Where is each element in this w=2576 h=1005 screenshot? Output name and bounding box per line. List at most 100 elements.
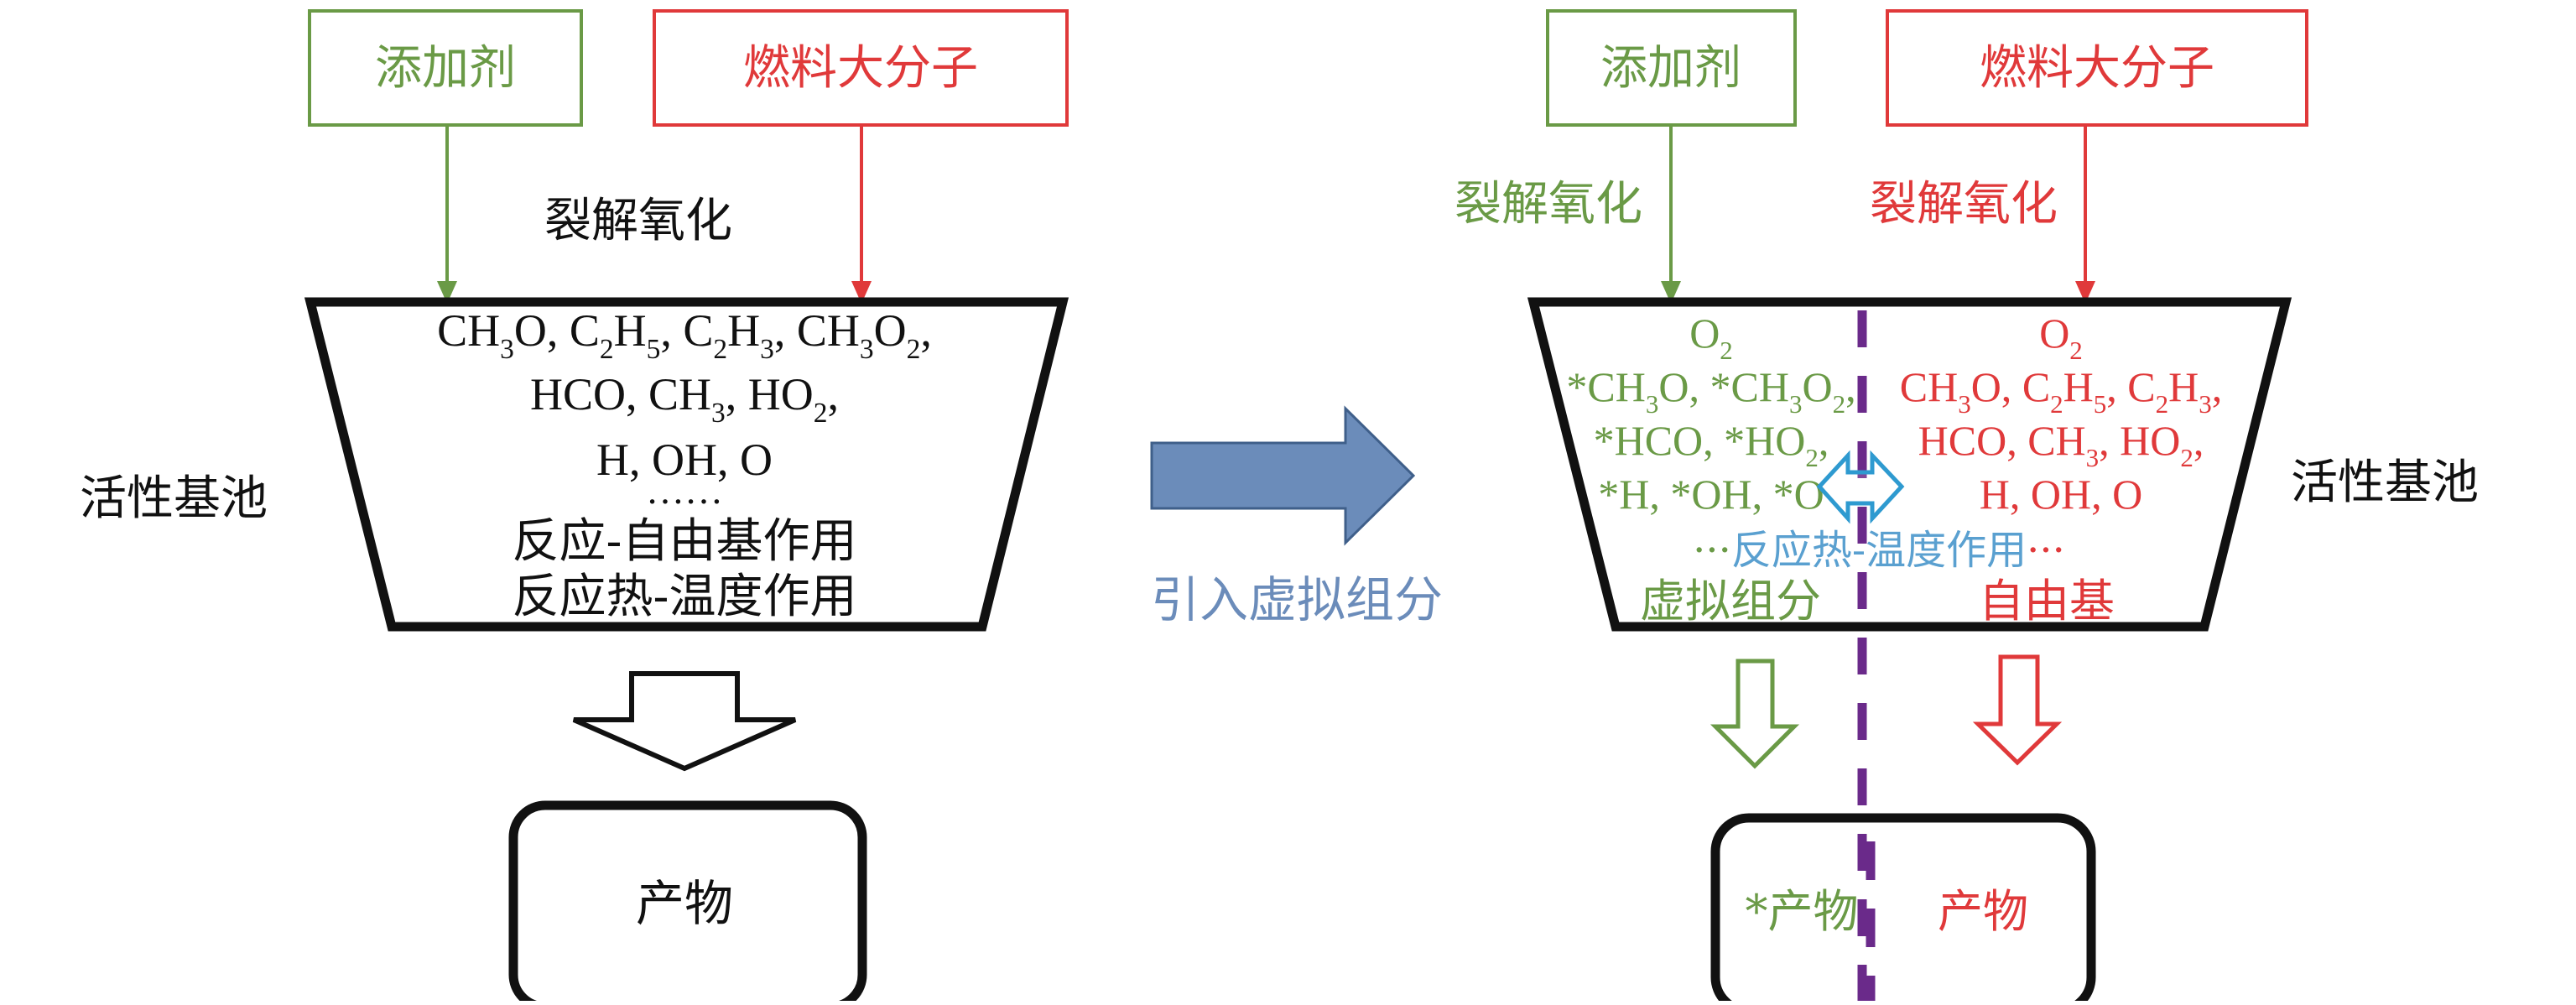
subscript: 2 bbox=[600, 334, 614, 365]
subscript: 2 bbox=[1833, 389, 1846, 419]
species-text: , bbox=[1845, 363, 1856, 410]
species-text: O bbox=[1802, 363, 1832, 410]
species-text: *CH bbox=[1566, 363, 1645, 410]
subscript: 3 bbox=[2086, 443, 2100, 472]
left-pool-species: CH3O, C2​H5, C2​H3, CH3​O2,HCO, CH3, HO2… bbox=[437, 305, 932, 485]
species-line: O2​ bbox=[1689, 310, 1733, 365]
left-active-radical-pool bbox=[304, 297, 1069, 632]
species-text: , bbox=[660, 305, 683, 356]
radical-product-label: 产物 bbox=[1938, 885, 2028, 938]
subscript: 5 bbox=[2094, 389, 2107, 419]
right-fuel-label: 燃料大分子 bbox=[1980, 41, 2214, 96]
species-line: *HCO, *HO2, bbox=[1594, 417, 1829, 472]
species-line: HCO, CH3, HO2, bbox=[1918, 417, 2204, 472]
left-product-label: 产物 bbox=[636, 875, 733, 932]
species-line: HCO, CH3, HO2, bbox=[530, 369, 839, 429]
subscript: 5 bbox=[647, 334, 661, 365]
species-text: C bbox=[570, 305, 600, 356]
subscript: 3 bbox=[711, 398, 726, 429]
species-text: CH bbox=[797, 305, 860, 356]
species-line: CH3O, C2​H5, C2​H3, bbox=[1900, 363, 2223, 419]
species-text: *H, *OH, *O bbox=[1598, 471, 1824, 518]
subscript: 3 bbox=[760, 334, 774, 365]
radical-hollow-down-arrow-icon bbox=[1972, 654, 2063, 766]
left-product-box bbox=[508, 800, 867, 1005]
left-radical-effect: 反应-自由基作用 bbox=[513, 514, 857, 569]
right-additive-cracking-label: 裂解氧化 bbox=[1455, 177, 1642, 232]
species-text: O, bbox=[514, 305, 570, 356]
right-heat-effect-suffix: ··· bbox=[2027, 527, 2065, 574]
species-text: , bbox=[920, 305, 932, 356]
subscript: 2 bbox=[2180, 443, 2194, 472]
virtual-product-label: *产物 bbox=[1746, 885, 1859, 938]
species-line: *CH3O, *CH3​O2, bbox=[1566, 363, 1855, 419]
subscript: 2 bbox=[2050, 389, 2063, 419]
species-text: , bbox=[774, 305, 797, 356]
left-panel: 添加剂 燃料大分子 裂解氧化 活性基池 CH3O, C2​H5, C2​H3, … bbox=[80, 9, 1069, 1005]
species-text: C bbox=[2022, 363, 2050, 410]
left-fuel-arrowhead-icon bbox=[851, 281, 872, 304]
radical-species: O2​CH3O, C2​H5, C2​H3,HCO, CH3, HO2,H, O… bbox=[1900, 310, 2223, 518]
species-text: HO bbox=[748, 369, 814, 419]
species-text: *HCO, *HO bbox=[1594, 417, 1806, 464]
exchange-double-arrow-icon bbox=[1816, 450, 1905, 524]
left-fuel-label: 燃料大分子 bbox=[743, 41, 978, 96]
species-text: O, bbox=[1658, 363, 1710, 410]
species-text: H bbox=[614, 305, 647, 356]
radical-label: 自由基 bbox=[1979, 575, 2115, 627]
species-text: H, OH, O bbox=[1980, 471, 2142, 518]
introduce-virtual-component-label: 引入虚拟组分 bbox=[1151, 571, 1443, 628]
right-pool-label: 活性基池 bbox=[2291, 456, 2479, 510]
right-heat-effect: ···反应热-温度作用··· bbox=[1693, 527, 2065, 574]
subscript: 2 bbox=[814, 398, 828, 429]
right-fuel-box: 燃料大分子 bbox=[1886, 9, 2308, 127]
virtual-hollow-down-arrow-icon bbox=[1710, 659, 1800, 769]
species-text: HCO, CH bbox=[1918, 417, 2086, 464]
subscript: 2 bbox=[1805, 443, 1819, 472]
left-ellipsis: …… bbox=[646, 469, 723, 512]
right-fuel-arrowhead-icon bbox=[2075, 281, 2095, 304]
right-active-radical-pool bbox=[1527, 297, 2292, 632]
subscript: 2 bbox=[907, 334, 921, 365]
species-text: HCO, CH bbox=[530, 369, 711, 419]
virtual-species: O2​*CH3O, *CH3​O2,*HCO, *HO2,*H, *OH, *O bbox=[1566, 310, 1855, 518]
big-right-arrow-icon bbox=[1150, 405, 1416, 546]
left-heat-effect: 反应热-温度作用 bbox=[513, 570, 857, 624]
species-text: H bbox=[2168, 363, 2199, 410]
species-text: , bbox=[1819, 417, 1829, 464]
subscript: 2 bbox=[713, 334, 727, 365]
subscript: 2 bbox=[1720, 336, 1733, 365]
species-text: *CH bbox=[1710, 363, 1789, 410]
species-text: , bbox=[726, 369, 748, 419]
right-product-box bbox=[1710, 813, 2096, 1005]
species-text: O, bbox=[1971, 363, 2022, 410]
middle-transition: 引入虚拟组分 bbox=[1150, 405, 1443, 628]
species-text: H bbox=[727, 305, 760, 356]
species-text: O bbox=[1689, 310, 1720, 357]
species-line: H, OH, O bbox=[1980, 471, 2142, 518]
right-fuel-box-frame bbox=[1886, 9, 2308, 127]
left-additive-arrowhead-icon bbox=[437, 281, 457, 304]
right-additive-label: 添加剂 bbox=[1600, 41, 1741, 96]
virtual-component-label: 虚拟组分 bbox=[1640, 575, 1821, 627]
subscript: 2 bbox=[2069, 336, 2083, 365]
species-text: CH bbox=[1900, 363, 1958, 410]
species-text: , bbox=[2099, 417, 2120, 464]
species-text: HO bbox=[2120, 417, 2180, 464]
subscript: 3 bbox=[860, 334, 874, 365]
species-text: C bbox=[2127, 363, 2155, 410]
right-heat-effect-text: 反应热-温度作用 bbox=[1731, 527, 2027, 574]
species-text: O bbox=[874, 305, 907, 356]
left-fuel-box-frame bbox=[653, 9, 1069, 127]
right-fuel-cracking-label: 裂解氧化 bbox=[1870, 177, 2058, 232]
species-text: C bbox=[683, 305, 713, 356]
species-text: , bbox=[2106, 363, 2127, 410]
left-additive-label: 添加剂 bbox=[375, 41, 516, 96]
species-line: *H, *OH, *O bbox=[1598, 471, 1824, 518]
left-pool-label: 活性基池 bbox=[80, 471, 268, 526]
subscript: 3 bbox=[500, 334, 514, 365]
species-text: , bbox=[828, 369, 840, 419]
subscript: 3 bbox=[2199, 389, 2212, 419]
